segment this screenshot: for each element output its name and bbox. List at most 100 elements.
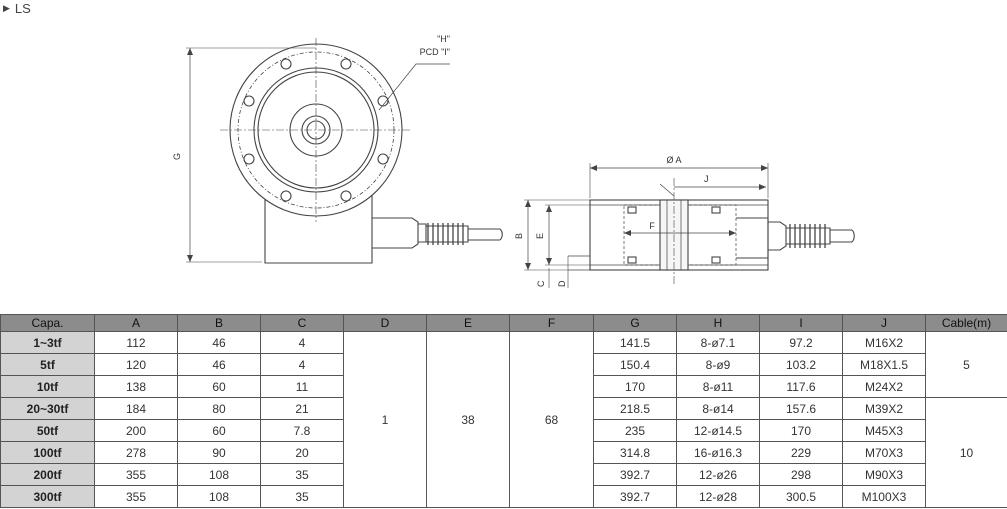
table-cell: M70X3: [842, 441, 926, 464]
table-cell: M18X1.5: [842, 353, 926, 376]
table-cell: 46: [177, 353, 261, 376]
table-cell: 112: [94, 331, 178, 354]
section-title: ▶ LS: [3, 1, 31, 16]
table-cell: M45X3: [842, 419, 926, 442]
table-cell: 35: [260, 463, 344, 486]
capacity-cell: 200tf: [0, 463, 95, 486]
table-cell: 60: [177, 419, 261, 442]
capacity-cell: 1~3tf: [0, 331, 95, 354]
cable-cell: 10: [925, 397, 1007, 508]
table-cell: 4: [260, 353, 344, 376]
capacity-cell: 20~30tf: [0, 397, 95, 420]
table-cell: 12-ø14.5: [676, 419, 760, 442]
table-cell: 157.6: [759, 397, 843, 420]
table-header-row: Capa. A B C D E F G H I J Cable(m): [0, 314, 1007, 332]
table-cell: 392.7: [593, 485, 677, 508]
table-cell: 8-ø11: [676, 375, 760, 398]
table-cell: 229: [759, 441, 843, 464]
table-cell: 11: [260, 375, 344, 398]
table-cell: 200: [94, 419, 178, 442]
table-cell: 314.8: [593, 441, 677, 464]
col-header: B: [177, 314, 261, 332]
table-cell: 218.5: [593, 397, 677, 420]
capacity-cell: 10tf: [0, 375, 95, 398]
table-cell: 170: [593, 375, 677, 398]
shared-cell-e: 38: [426, 331, 510, 508]
table-cell: 60: [177, 375, 261, 398]
shared-cell-d: 1: [343, 331, 427, 508]
cable-cell: 5: [925, 331, 1007, 398]
dim-label-h: "H": [437, 34, 450, 44]
table-cell: 392.7: [593, 463, 677, 486]
table-cell: M16X2: [842, 331, 926, 354]
dim-label-pcd: PCD "I": [420, 47, 450, 57]
dim-label-g: G: [172, 153, 182, 160]
dim-label-j: J: [704, 174, 709, 184]
table-row: 50tf 200 60 7.8 235 12-ø14.5 170 M45X3: [0, 419, 1007, 442]
col-header: G: [593, 314, 677, 332]
table-cell: 8-ø14: [676, 397, 760, 420]
table-cell: 103.2: [759, 353, 843, 376]
top-view: [186, 38, 503, 264]
capacity-cell: 50tf: [0, 419, 95, 442]
table-cell: 117.6: [759, 375, 843, 398]
table-cell: 80: [177, 397, 261, 420]
section-title-text: LS: [14, 1, 31, 16]
table-cell: 235: [593, 419, 677, 442]
table-cell: 12-ø26: [676, 463, 760, 486]
table-cell: 20: [260, 441, 344, 464]
shared-cell-f: 68: [509, 331, 594, 508]
table-cell: 12-ø28: [676, 485, 760, 508]
table-cell: 138: [94, 375, 178, 398]
table-cell: 278: [94, 441, 178, 464]
table-cell: 21: [260, 397, 344, 420]
table-row: 20~30tf 184 80 21 218.5 8-ø14 157.6 M39X…: [0, 397, 1007, 508]
table-cell: 35: [260, 485, 344, 508]
table-cell: 108: [177, 463, 261, 486]
col-header: I: [759, 314, 843, 332]
capacity-cell: 5tf: [0, 353, 95, 376]
table-cell: M39X2: [842, 397, 926, 420]
table-cell: 184: [94, 397, 178, 420]
table-cell: 355: [94, 463, 178, 486]
table-cell: M100X3: [842, 485, 926, 508]
table-cell: 8-ø9: [676, 353, 760, 376]
table-cell: 90: [177, 441, 261, 464]
table-cell: 298: [759, 463, 843, 486]
table-cell: 7.8: [260, 419, 344, 442]
table-row: 5tf 120 46 4 150.4 8-ø9 103.2 M18X1.5: [0, 353, 1007, 376]
table-cell: 120: [94, 353, 178, 376]
table-cell: 170: [759, 419, 843, 442]
table-cell: 16-ø16.3: [676, 441, 760, 464]
table-cell: 4: [260, 331, 344, 354]
col-header: Capa.: [0, 314, 95, 332]
table-cell: 46: [177, 331, 261, 354]
table-cell: 300.5: [759, 485, 843, 508]
dim-label-b: B: [514, 233, 524, 239]
table-row: 300tf 355 108 35 392.7 12-ø28 300.5 M100…: [0, 485, 1007, 508]
col-header: J: [842, 314, 926, 332]
technical-drawing: G "H" PCD "I": [172, 34, 855, 288]
table-cell: 108: [177, 485, 261, 508]
spec-table: Capa. A B C D E F G H I J Cable(m) 1~3tf…: [0, 314, 1007, 508]
table-cell: M24X2: [842, 375, 926, 398]
col-header: A: [94, 314, 178, 332]
triangle-icon: ▶: [3, 3, 10, 13]
side-view: [524, 163, 855, 288]
col-header: C: [260, 314, 344, 332]
table-cell: 150.4: [593, 353, 677, 376]
col-header: E: [426, 314, 510, 332]
col-header: D: [343, 314, 427, 332]
table-cell: 97.2: [759, 331, 843, 354]
table-row: 1~3tf 112 46 4 1 38 68 141.5 8-ø7.1 97.2…: [0, 331, 1007, 508]
col-header: Cable(m): [925, 314, 1007, 332]
capacity-cell: 100tf: [0, 441, 95, 464]
table-cell: 8-ø7.1: [676, 331, 760, 354]
dim-label-c: C: [536, 280, 546, 287]
col-header: H: [676, 314, 760, 332]
table-cell: 141.5: [593, 331, 677, 354]
table-cell: 355: [94, 485, 178, 508]
col-header: F: [509, 314, 594, 332]
dim-label-e: E: [535, 233, 545, 239]
dim-label-d: D: [557, 280, 567, 287]
